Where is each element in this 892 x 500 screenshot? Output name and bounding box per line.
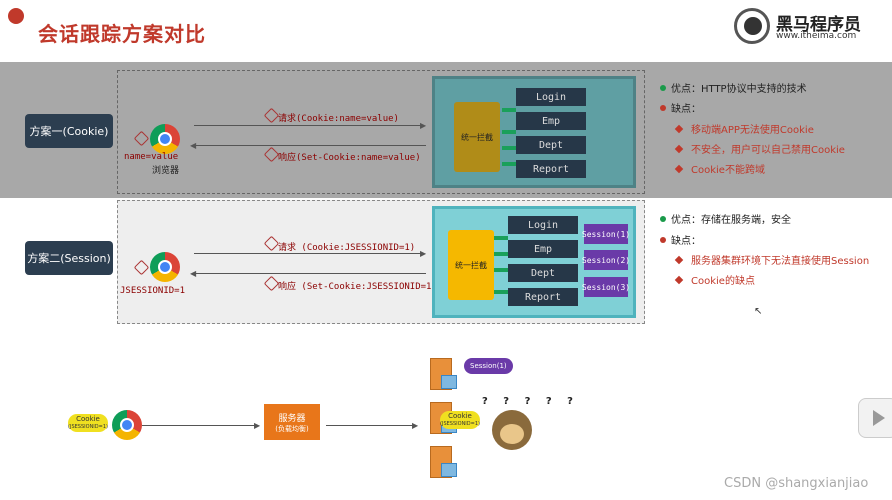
plan2-con-text: Cookie的缺点 bbox=[691, 276, 755, 287]
cluster-cookie-tag-title: Cookie bbox=[76, 415, 100, 423]
session-store-1: Session(1) bbox=[582, 224, 630, 244]
plan2-request-label: 请求 (Cookie:JSESSIONID=1) bbox=[278, 243, 416, 253]
lb-subtitle: (负载均衡) bbox=[275, 424, 309, 433]
client-to-lb-arrow bbox=[142, 425, 257, 426]
plan1-diagram-frame bbox=[117, 70, 645, 194]
plan2-label: 方案二(Session) bbox=[25, 241, 113, 275]
question-marks: ? ? ? ? ? bbox=[482, 396, 579, 407]
plan1-con-text: Cookie不能跨域 bbox=[691, 165, 765, 176]
slide-title: 会话跟踪方案对比 bbox=[38, 22, 206, 46]
plan1-con-text: 不安全，用户可以自己禁用Cookie bbox=[691, 145, 845, 156]
plan2-servlet-login: Login bbox=[508, 216, 578, 234]
plan1-con-title-text: 缺点： bbox=[671, 104, 701, 115]
plan1-servlet-report: Report bbox=[516, 160, 586, 178]
green-arrow-icon bbox=[494, 252, 508, 256]
arrow-right-icon: ▶ bbox=[412, 421, 419, 430]
plan1-servlet-emp: Emp bbox=[516, 112, 586, 130]
diamond-bullet-icon bbox=[674, 275, 684, 284]
arrow-right-icon: ▶ bbox=[420, 121, 427, 130]
green-arrow-icon bbox=[502, 130, 516, 134]
plan2-browser-caption: JSESSIONID=1 bbox=[120, 286, 186, 296]
plan2-con-text: 服务器集群环境下无法直接使用Session bbox=[691, 256, 870, 267]
chrome-browser-icon bbox=[112, 410, 142, 440]
chrome-browser-icon bbox=[150, 252, 180, 282]
plan2-servlet-emp: Emp bbox=[508, 240, 578, 258]
plan1-con-title: 缺点： bbox=[660, 100, 701, 115]
plan1-browser-caption: 浏览器 bbox=[152, 166, 180, 176]
green-arrow-icon bbox=[502, 162, 516, 166]
plan1-con-item: Cookie不能跨域 bbox=[674, 161, 765, 176]
arrow-left-icon: ◀ bbox=[190, 141, 197, 150]
server-node-icon bbox=[430, 446, 457, 478]
confused-monkey-icon bbox=[492, 410, 532, 450]
plan1-con-item: 不安全，用户可以自己禁用Cookie bbox=[674, 141, 845, 156]
diamond-bullet-icon bbox=[674, 144, 684, 153]
red-bullet-icon bbox=[660, 236, 666, 243]
logo-name: 黑马程序员 bbox=[776, 15, 861, 35]
plan2-con-title: 缺点： bbox=[660, 232, 701, 247]
cluster-cookie-tag: Cookie (JSESSIONID=1) bbox=[68, 414, 108, 432]
green-arrow-icon bbox=[502, 108, 516, 112]
plan2-con-item: Cookie的缺点 bbox=[674, 272, 755, 287]
plan2-pro-text: 优点：存储在服务端，安全 bbox=[671, 215, 791, 226]
diamond-bullet-icon bbox=[674, 124, 684, 133]
arrow-right-icon: ▶ bbox=[420, 249, 427, 258]
plan2-response-arrow bbox=[196, 273, 426, 274]
plan1-cookie-caption: name=value bbox=[124, 152, 179, 162]
green-arrow-icon bbox=[494, 268, 508, 272]
plan1-response-label: 响应(Set-Cookie:name=value) bbox=[278, 153, 421, 163]
plan1-filter: 统一拦截 bbox=[454, 102, 500, 172]
plan2-filter: 统一拦截 bbox=[448, 230, 494, 300]
play-button-icon[interactable] bbox=[858, 398, 892, 438]
green-arrow-icon bbox=[502, 146, 516, 150]
plan1-response-arrow bbox=[196, 145, 426, 146]
server-node-icon bbox=[430, 358, 457, 390]
chrome-browser-icon bbox=[150, 124, 180, 154]
green-arrow-icon bbox=[494, 236, 508, 240]
plan2-response-label: 响应 (Set-Cookie:JSESSIONID=1) bbox=[278, 282, 437, 292]
plan2-con-title-text: 缺点： bbox=[671, 236, 701, 247]
plan1-request-label: 请求(Cookie:name=value) bbox=[278, 114, 399, 124]
plan1-con-item: 移动端APP无法使用Cookie bbox=[674, 121, 814, 136]
server-session-bubble: Session(1) bbox=[464, 358, 513, 374]
plan1-servlet-dept: Dept bbox=[516, 136, 586, 154]
red-bullet-icon bbox=[660, 104, 666, 111]
slide-marker-dot bbox=[8, 8, 24, 24]
green-bullet-icon bbox=[660, 84, 666, 91]
diamond-bullet-icon bbox=[674, 255, 684, 264]
plan1-request-arrow bbox=[194, 125, 424, 126]
plan1-con-text: 移动端APP无法使用Cookie bbox=[691, 125, 814, 136]
plan1-servlet-login: Login bbox=[516, 88, 586, 106]
lb-title: 服务器 bbox=[278, 413, 306, 424]
session-store-2: Session(2) bbox=[582, 250, 630, 270]
lb-to-server-arrow bbox=[326, 425, 414, 426]
server-cookie-tag: Cookie (JSESSIONID=1) bbox=[440, 411, 480, 429]
plan2-pro: 优点：存储在服务端，安全 bbox=[660, 211, 791, 226]
csdn-watermark: CSDN @shangxianjiao bbox=[724, 476, 869, 491]
plan1-pro: 优点：HTTP协议中支持的技术 bbox=[660, 80, 807, 95]
green-arrow-icon bbox=[494, 290, 508, 294]
plan1-pro-text: 优点：HTTP协议中支持的技术 bbox=[671, 84, 807, 95]
itheima-logo-icon bbox=[734, 8, 770, 44]
green-bullet-icon bbox=[660, 215, 666, 222]
server-cookie-tag-value: (JSESSIONID=1) bbox=[440, 421, 480, 427]
plan1-label: 方案一(Cookie) bbox=[25, 114, 113, 148]
arrow-right-icon: ▶ bbox=[254, 421, 261, 430]
arrow-left-icon: ◀ bbox=[190, 269, 197, 278]
diamond-bullet-icon bbox=[674, 164, 684, 173]
plan2-servlet-dept: Dept bbox=[508, 264, 578, 282]
mouse-cursor-icon: ↖ bbox=[754, 306, 763, 317]
cluster-cookie-tag-value: (JSESSIONID=1) bbox=[68, 424, 108, 430]
logo-url: www.itheima.com bbox=[776, 31, 857, 41]
plan2-con-item: 服务器集群环境下无法直接使用Session bbox=[674, 252, 870, 267]
load-balancer: 服务器 (负载均衡) bbox=[264, 404, 320, 440]
plan2-servlet-report: Report bbox=[508, 288, 578, 306]
plan2-request-arrow bbox=[194, 253, 424, 254]
server-cookie-tag-title: Cookie bbox=[448, 412, 472, 420]
session-store-3: Session(3) bbox=[582, 277, 630, 297]
